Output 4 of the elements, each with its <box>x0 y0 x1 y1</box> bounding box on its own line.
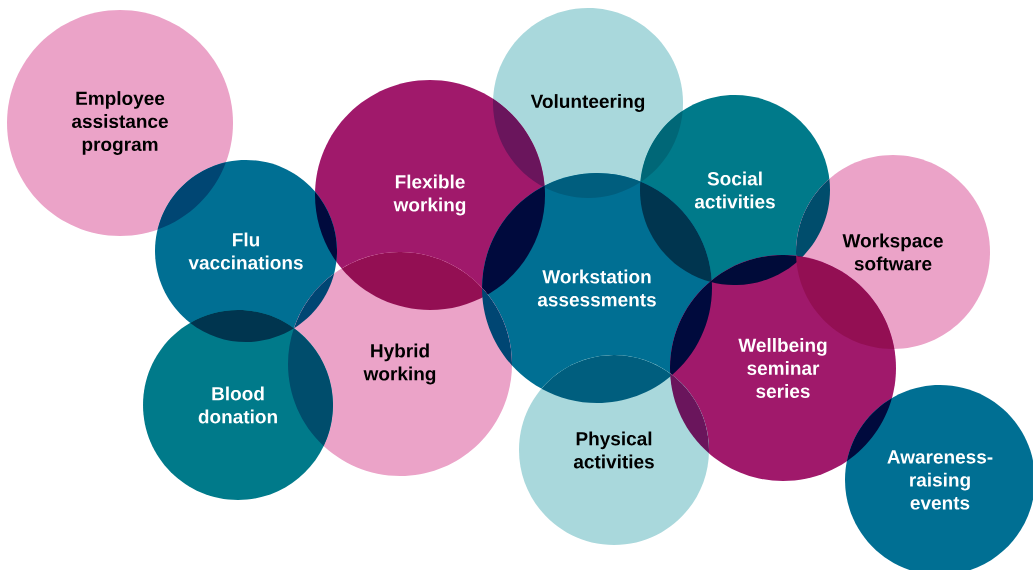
circle-bubble: Awareness-raising events <box>845 385 1033 570</box>
circle-bubble: Physical activities <box>519 355 709 545</box>
circle-bubble: Employee assistance program <box>7 10 233 236</box>
circle-bubble: Blood donation <box>143 310 333 500</box>
